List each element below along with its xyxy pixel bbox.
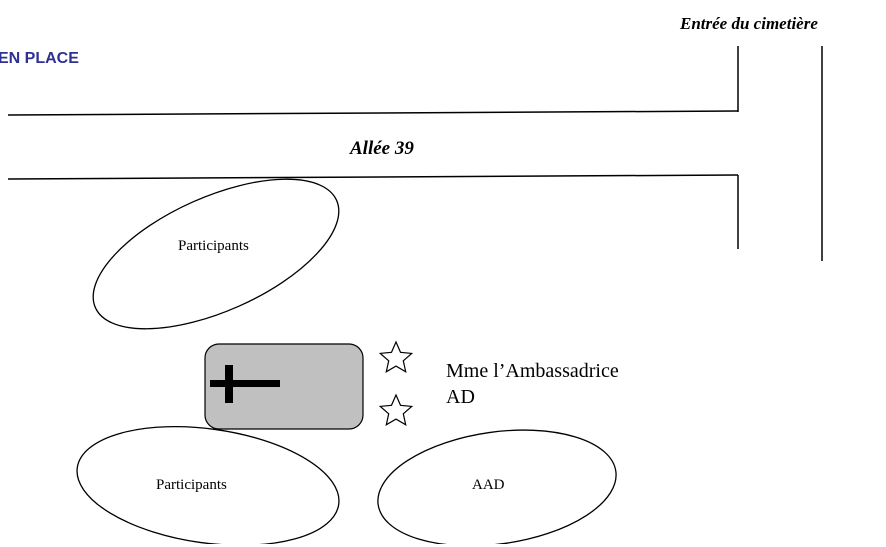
alley-top-line (7, 110, 739, 116)
diagram-title: EN PLACE (0, 50, 79, 67)
alley-label: Allée 39 (350, 138, 414, 159)
participants-top-oval (92, 178, 340, 330)
ad-label: AD (446, 386, 475, 408)
participants-bottom-oval (76, 425, 340, 547)
aad-label: AAD (472, 477, 505, 493)
star-icon (378, 340, 414, 374)
entrance-label: Entrée du cimetière (680, 14, 818, 33)
ambassador-label: Mme l’Ambassadrice (446, 360, 619, 382)
aad-oval (377, 429, 617, 547)
participants-bottom-label: Participants (156, 477, 227, 493)
cross-icon (210, 365, 280, 403)
grave-box (204, 343, 364, 430)
alley-bottom-line (7, 174, 739, 180)
participants-top-label: Participants (178, 238, 249, 254)
star-icon (378, 393, 414, 427)
